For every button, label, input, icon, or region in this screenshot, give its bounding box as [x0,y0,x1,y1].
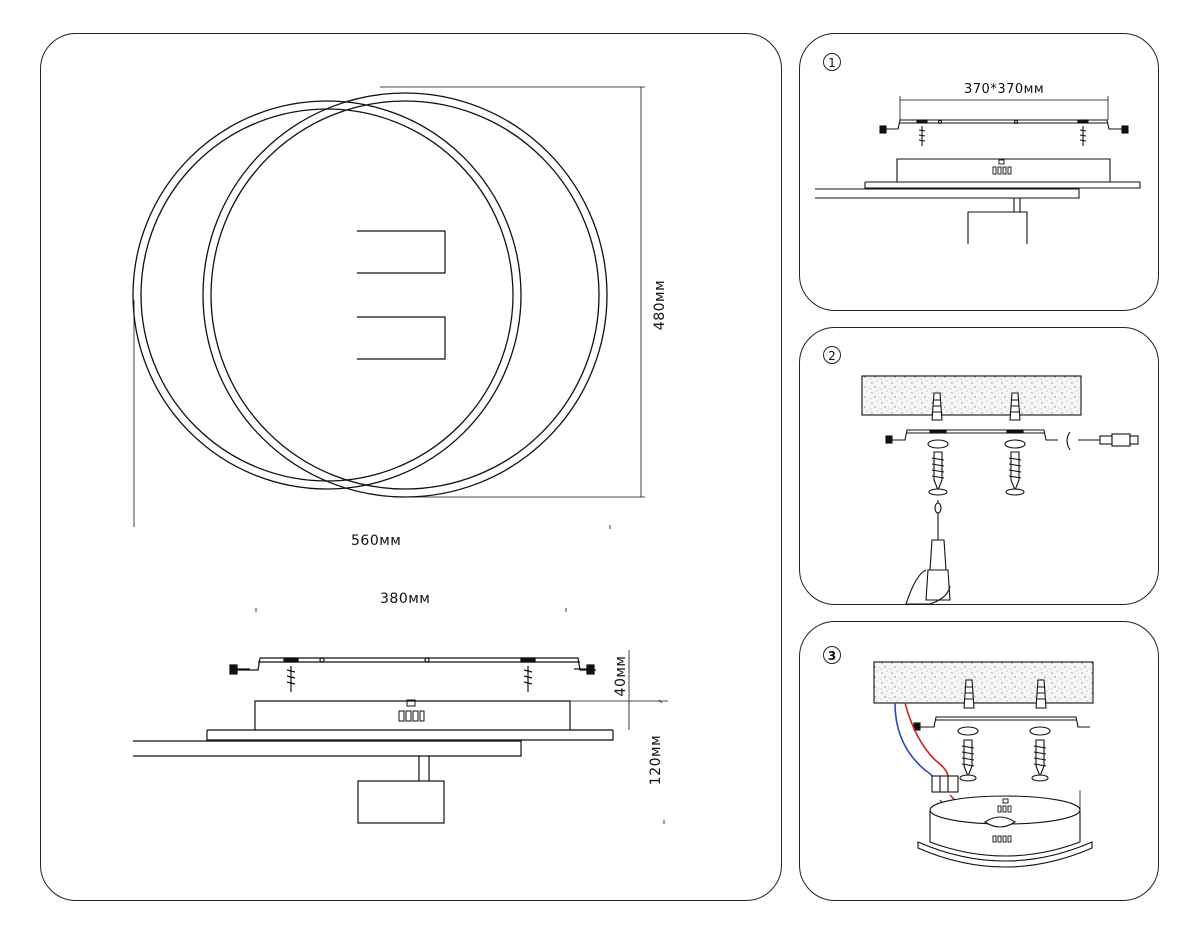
screw-left [928,451,948,496]
front-view [132,86,645,612]
step-2-number: 2 [823,346,841,364]
side-screwdriver [1066,431,1139,451]
light-base [917,790,1093,868]
ring-edge [133,740,522,757]
dim-depth-total-label: 120мм [648,734,664,786]
step-1-number: 1 [823,53,841,71]
bracket-side-screw-left [229,664,250,675]
dim-height-label: 480мм [652,279,668,331]
ceiling-slab [861,375,1082,416]
mounting-bracket [230,657,596,671]
step-1-panel [799,33,1159,311]
step-1-bracket-dim: 370*370мм [964,82,1045,97]
ceiling-anchor-left [931,392,943,421]
terminal-block [398,699,425,722]
ring-left [132,100,522,490]
dimension-lines [133,86,645,612]
wire-connector [931,775,959,793]
dim-width-label: 560мм [351,533,402,549]
screwdriver [905,500,951,605]
step1-drawing [815,96,1141,244]
step3-drawing [873,661,1094,868]
bracket-side-screw-right [574,664,595,675]
step1-bracket [882,119,1126,130]
anchor-screw-right [520,657,536,692]
ceiling-slab-3 [873,661,1094,704]
dim-base-label: 380мм [380,591,431,607]
wire-blue [894,702,938,791]
ring-right [202,92,608,498]
ceiling-anchor-right [1009,392,1021,421]
step-3-number: 3 [823,646,841,664]
canopy [254,700,571,730]
screw-right [1005,451,1025,496]
step-2-panel [799,327,1159,605]
wire-red [904,702,950,786]
side-view [133,650,668,824]
step2-drawing [861,375,1139,605]
anchor-screw-left [283,657,299,692]
driver-box [357,780,445,824]
dim-depth-top-label: 40мм [613,655,629,697]
central-mount [357,230,446,360]
